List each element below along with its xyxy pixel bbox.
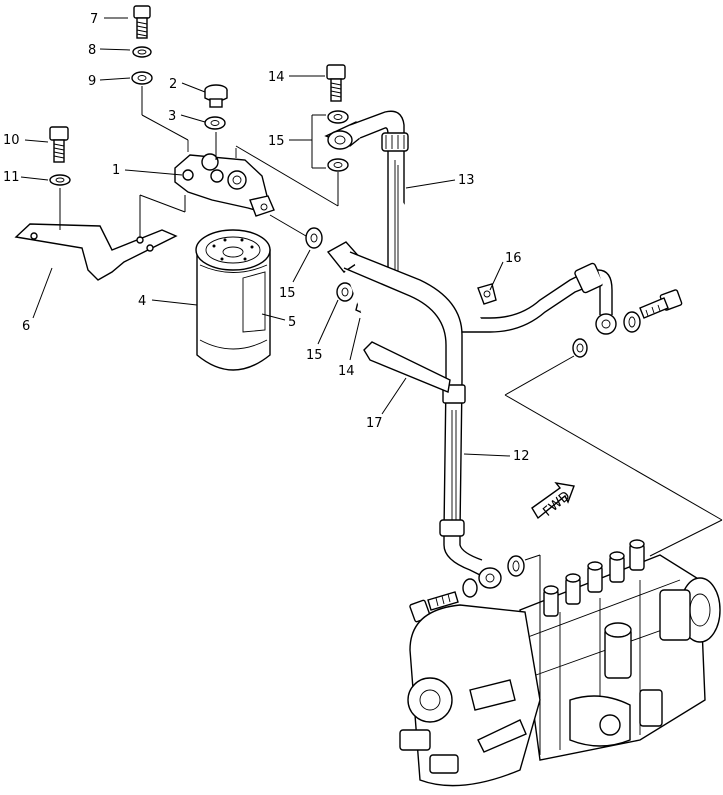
callout-14-lower: 14 [338,364,355,379]
callout-15-left: 15 [279,286,296,301]
callout-2: 2 [169,77,177,92]
part-3-washer [204,116,226,130]
part-4-filter-cartridge [195,229,271,371]
callout-17: 17 [366,416,383,431]
callout-16: 16 [505,251,522,266]
part-1-filter-head [174,140,275,217]
pump-washer-right [572,338,588,358]
callout-9: 9 [88,74,96,89]
callout-4: 4 [138,294,146,309]
callout-8: 8 [88,43,96,58]
callout-5: 5 [288,315,296,330]
callout-7: 7 [90,12,98,27]
callout-3: 3 [168,109,176,124]
right-banjo-bolt [639,289,683,319]
callout-1: 1 [112,163,120,178]
part-15-washer-mid [336,282,354,302]
part-6-bracket [14,223,178,281]
part-15-washer-upper [327,110,349,124]
injection-pump [399,539,721,787]
callout-13: 13 [458,173,475,188]
leader-lines [20,17,723,755]
fwd-arrow-icon: FWD [531,482,575,520]
pump-governor [399,604,541,787]
part-17-bracket [363,341,451,393]
part-14-bolt-upper [326,64,346,102]
callout-6: 6 [22,319,30,334]
pump-feed-pump [569,622,663,747]
callout-11: 11 [3,170,20,185]
callout-10: 10 [3,133,20,148]
part-11-washer [49,174,71,186]
callout-12: 12 [513,449,530,464]
part-15-washer-left [305,227,323,249]
pump-drive-end [659,577,721,643]
part-16-clamp [477,283,497,305]
part-7-bolt [133,5,151,39]
part-10-bolt [49,126,69,163]
callout-15-mid: 15 [306,348,323,363]
part-2-plug [204,84,228,108]
callout-numbers: 7 8 9 2 3 10 11 1 4 5 6 14 15 13 16 15 1… [3,12,530,464]
part-5-label [242,271,266,333]
part-12-hose [326,241,525,598]
pump-delivery-valves [543,539,645,617]
callout-14-upper: 14 [268,70,285,85]
part-15-washer-lower [327,158,349,172]
part-9-washer [131,71,153,85]
callout-15-upper: 15 [268,134,285,149]
part-8-washer [132,46,152,58]
